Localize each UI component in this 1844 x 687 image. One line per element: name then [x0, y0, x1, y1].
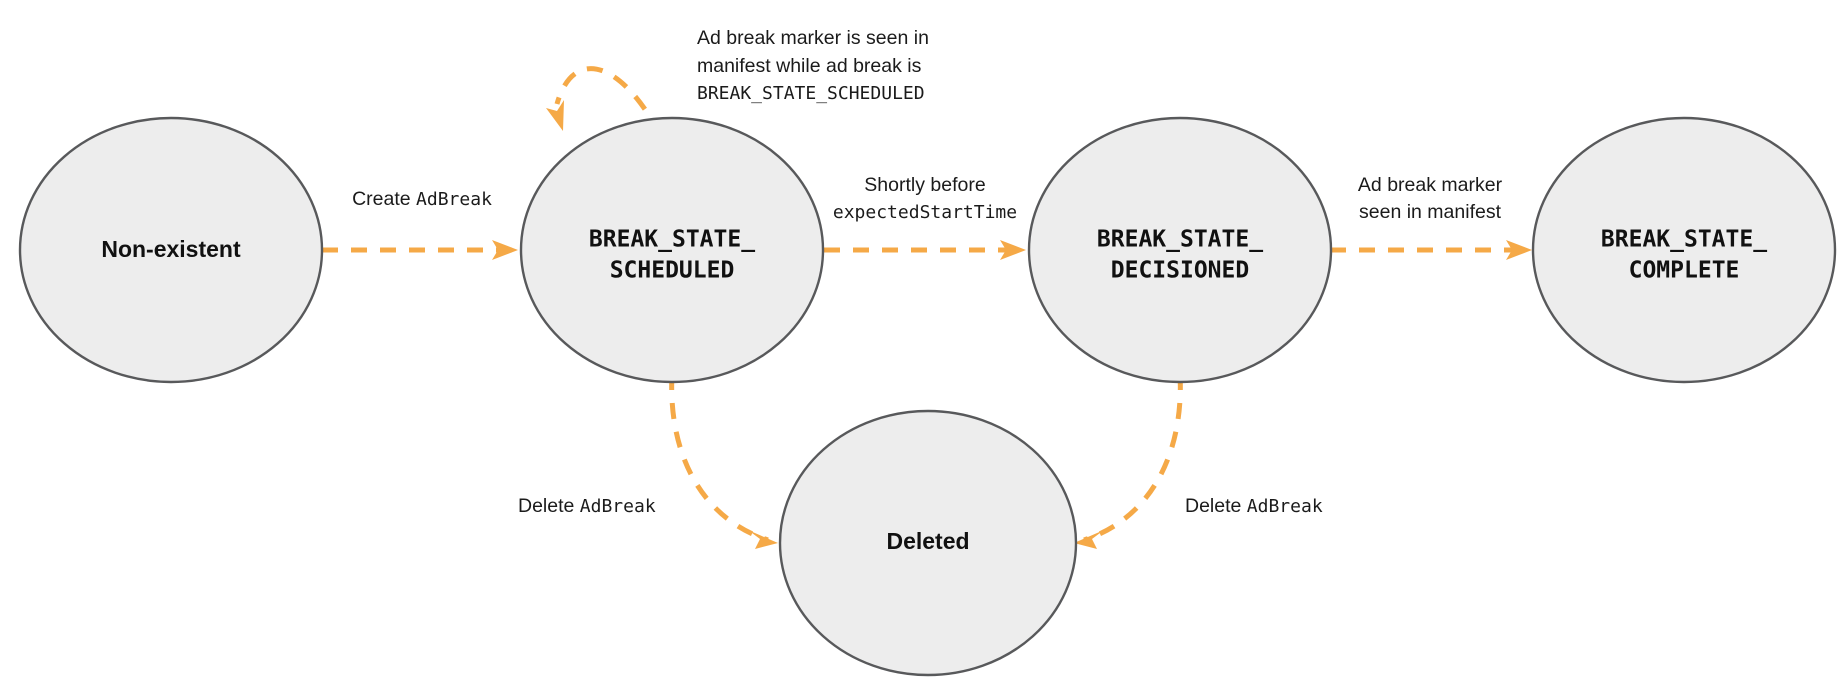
- edge-label-delete-left-sans: Delete: [518, 495, 580, 517]
- node-break-state-complete-label-line1: BREAK_STATE_: [1601, 227, 1767, 253]
- edge-delete-from-scheduled-line: [669, 373, 769, 543]
- edge-label-marker-seen-manifest-line1: Ad break marker: [1358, 174, 1503, 196]
- node-break-state-decisioned-label-line2: DECISIONED: [1111, 258, 1249, 284]
- edge-label-selfloop-line2: manifest while ad break is: [697, 55, 922, 77]
- edge-selfloop-arrowhead: [546, 100, 564, 131]
- edge-selfloop-line: [554, 66, 663, 136]
- edge-label-create-adbreak: Create AdBreak: [352, 188, 492, 210]
- node-break-state-decisioned-label-line1: BREAK_STATE_: [1097, 227, 1263, 253]
- edge-label-marker-seen-manifest: Ad break marker seen in manifest: [1358, 174, 1503, 223]
- node-deleted-label: Deleted: [886, 528, 969, 554]
- edge-label-create-adbreak-mono: AdBreak: [416, 189, 492, 210]
- svg-text:Delete AdBreak: Delete AdBreak: [1185, 495, 1323, 517]
- edge-label-delete-left-mono: AdBreak: [580, 496, 656, 517]
- node-deleted-shape: [778, 409, 1078, 677]
- edge-marker-seen-manifest-arrowhead: [1506, 240, 1532, 260]
- edge-delete-from-scheduled: [669, 373, 778, 549]
- node-non-existent-shape: [18, 116, 324, 384]
- node-non-existent[interactable]: Non-existent: [18, 116, 324, 384]
- edge-label-create-adbreak-sans: Create: [352, 188, 416, 210]
- svg-text:Delete AdBreak: Delete AdBreak: [518, 495, 656, 517]
- node-break-state-scheduled-shape: [519, 116, 825, 384]
- edge-label-selfloop-line1: Ad break marker is seen in: [697, 27, 929, 49]
- edge-delete-from-scheduled-arrowhead: [748, 530, 778, 549]
- edge-label-delete-right-mono: AdBreak: [1247, 496, 1323, 517]
- edge-label-marker-seen-manifest-line2: seen in manifest: [1359, 201, 1502, 223]
- edge-ad-break-marker-seen-scheduled: [546, 66, 663, 136]
- edge-delete-from-decisioned: [1074, 373, 1183, 549]
- edge-label-shortly-before-line1: Shortly before: [864, 174, 985, 196]
- edge-delete-from-decisioned-line: [1083, 373, 1183, 543]
- node-break-state-scheduled-label-line1: BREAK_STATE_: [589, 227, 755, 253]
- node-break-state-scheduled[interactable]: BREAK_STATE_ SCHEDULED: [519, 116, 825, 384]
- edge-label-delete-right-sans: Delete: [1185, 495, 1247, 517]
- edge-label-shortly-before-line2: expectedStartTime: [833, 202, 1017, 223]
- edge-label-shortly-before: Shortly before expectedStartTime: [833, 174, 1017, 223]
- edge-create-adbreak: [322, 240, 518, 260]
- edge-label-delete-from-decisioned: Delete AdBreak: [1185, 495, 1323, 517]
- edge-shortly-before: [824, 240, 1026, 260]
- svg-text:Create AdBreak: Create AdBreak: [352, 188, 492, 210]
- node-break-state-complete-label-line2: COMPLETE: [1629, 258, 1740, 284]
- node-break-state-decisioned-shape: [1027, 116, 1333, 384]
- edge-label-selfloop: Ad break marker is seen in manifest whil…: [697, 27, 929, 104]
- node-break-state-complete[interactable]: BREAK_STATE_ COMPLETE: [1531, 116, 1837, 384]
- node-non-existent-label: Non-existent: [101, 236, 241, 262]
- node-deleted[interactable]: Deleted: [778, 409, 1078, 677]
- node-break-state-complete-shape: [1531, 116, 1837, 384]
- node-break-state-scheduled-label-line2: SCHEDULED: [610, 258, 735, 284]
- edge-marker-seen-manifest: [1330, 240, 1532, 260]
- edge-create-adbreak-arrowhead: [492, 240, 518, 260]
- edge-label-selfloop-line3: BREAK_STATE_SCHEDULED: [697, 83, 925, 104]
- edge-shortly-before-arrowhead: [1000, 240, 1026, 260]
- edge-delete-from-decisioned-arrowhead: [1074, 530, 1104, 549]
- node-break-state-decisioned[interactable]: BREAK_STATE_ DECISIONED: [1027, 116, 1333, 384]
- edge-label-delete-from-scheduled: Delete AdBreak: [518, 495, 656, 517]
